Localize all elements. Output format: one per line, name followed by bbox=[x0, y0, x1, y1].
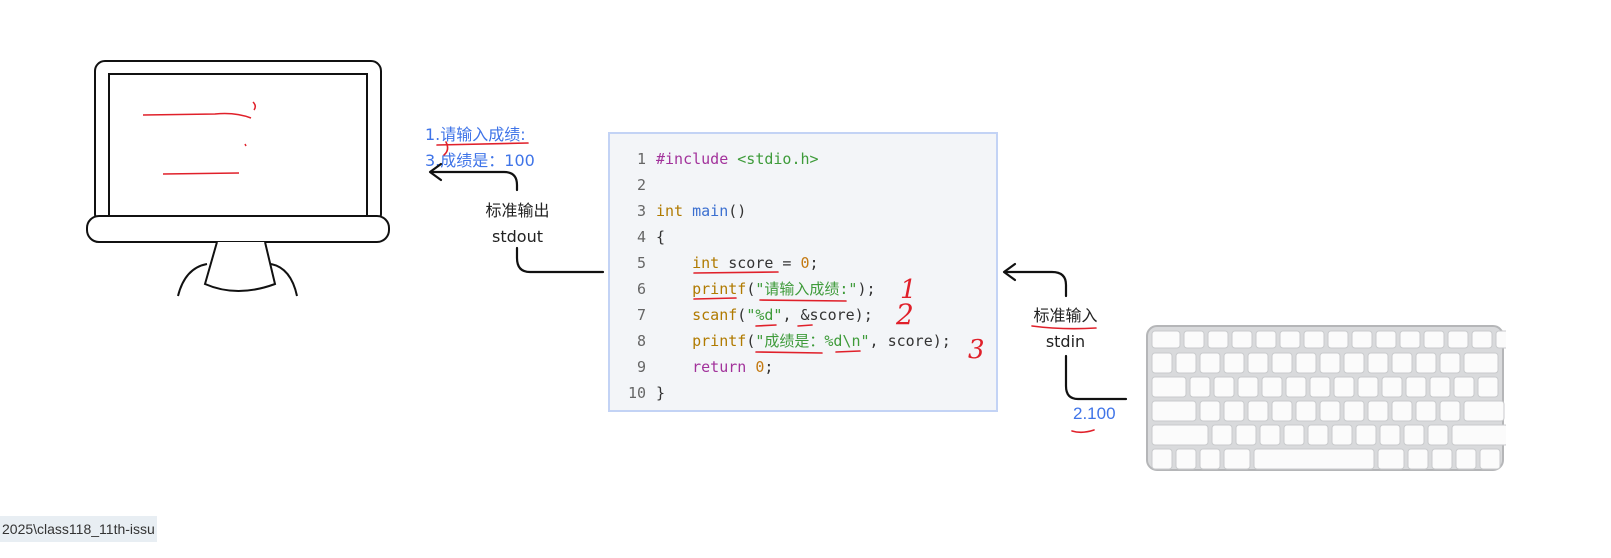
stdout-connector bbox=[517, 248, 603, 272]
stdin-connector bbox=[1066, 356, 1126, 399]
stdin-arrow bbox=[1006, 272, 1066, 296]
stdout-arrow bbox=[432, 172, 517, 190]
file-path-bar: 2025\class118_11th-issu bbox=[0, 516, 157, 542]
